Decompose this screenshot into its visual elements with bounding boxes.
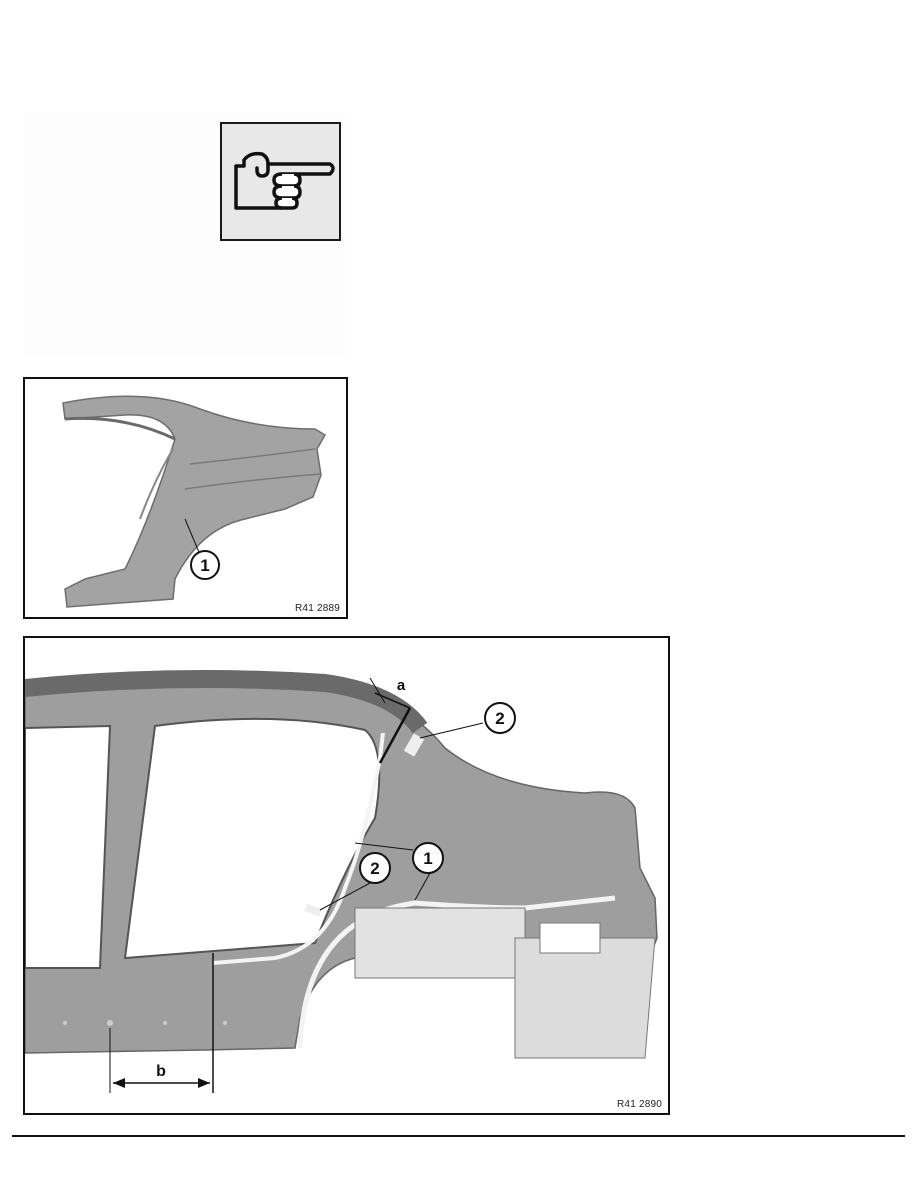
callout-2-upper: 2 (495, 709, 504, 728)
pointing-hand-icon (234, 151, 335, 210)
side-panel-illustration: 1 (62, 395, 327, 608)
figure-side-panel: 1 R41 2889 (23, 377, 348, 619)
figure-code: R41 2890 (617, 1099, 662, 1110)
figure-cut-lines: a 2 1 2 b R41 2890 (23, 636, 670, 1115)
callout-2-lower: 2 (370, 859, 379, 878)
callout-1: 1 (423, 849, 432, 868)
dimension-b-label: b (156, 1063, 166, 1080)
callout-1: 1 (200, 556, 209, 575)
dimension-a-label: a (397, 677, 406, 694)
footer-divider (12, 1135, 905, 1137)
note-icon-box (220, 122, 341, 241)
side-frame-illustration: a 2 1 2 b (25, 670, 658, 1093)
figure-code: R41 2889 (295, 603, 340, 614)
